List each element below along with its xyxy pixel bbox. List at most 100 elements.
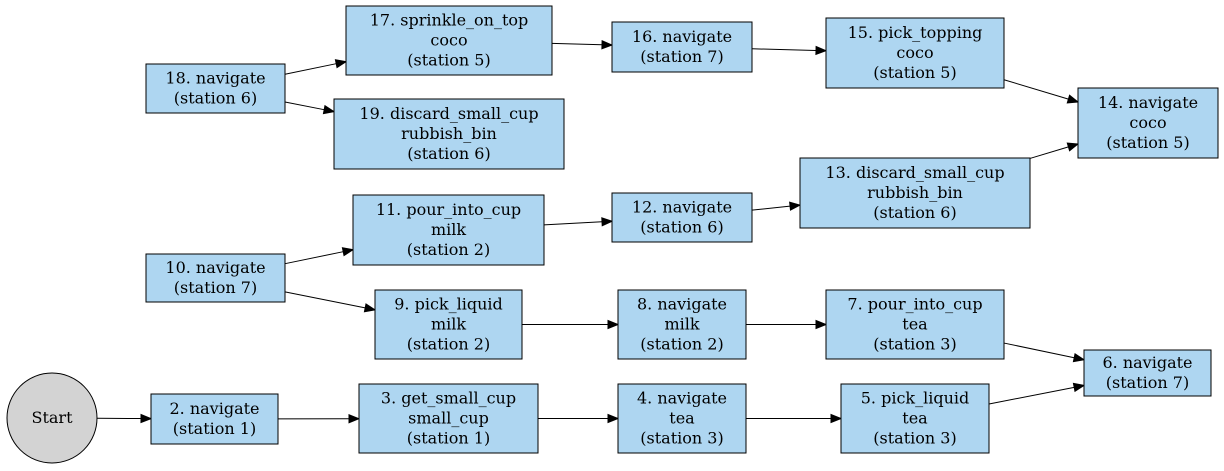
edge-line (1003, 342, 1075, 359)
arrowhead-icon (789, 201, 802, 211)
edge-n7-to-n6 (1003, 342, 1086, 363)
node-detail: (station 6) (640, 218, 723, 237)
node-box (825, 17, 1005, 89)
arrowhead-icon (607, 319, 620, 330)
node-box (358, 383, 539, 454)
node-detail: (station 2) (407, 240, 490, 259)
node-detail: (station 7) (1106, 373, 1189, 392)
edge-n11-to-n12 (543, 217, 614, 227)
node-detail: (station 2) (640, 335, 723, 354)
node-detail: (station 6) (873, 203, 956, 222)
node-detail: coco (896, 43, 933, 62)
edge-line (551, 42, 603, 46)
node-detail: coco (430, 31, 467, 50)
node-detail: tea (902, 409, 928, 428)
edge-n18-to-n19 (284, 101, 336, 115)
start-circle (6, 372, 98, 464)
arrowhead-icon (140, 413, 153, 424)
node-detail: (station 5) (407, 51, 490, 70)
edge-n17-to-n16 (551, 40, 614, 50)
step-node-2: 2. navigate(station 1) (150, 393, 279, 445)
edge-line (284, 101, 325, 111)
step-node-10: 10. navigate(station 7) (145, 253, 286, 303)
arrowhead-icon (334, 59, 348, 69)
edge-line (284, 63, 337, 75)
edge-n10-to-n9 (284, 291, 377, 313)
edge-line (1003, 79, 1069, 100)
node-detail: milk (431, 220, 466, 239)
edge-line (751, 48, 817, 51)
node-detail: tea (902, 315, 928, 334)
edge-line (543, 221, 603, 226)
step-node-13: 13. discard_small_cuprubbish_bin(station… (799, 157, 1031, 229)
edge-n10-to-n11 (284, 247, 355, 265)
node-box (617, 289, 747, 360)
arrowhead-icon (348, 413, 361, 424)
edge-n3-to-n4 (538, 413, 620, 424)
node-box (150, 393, 279, 445)
start-node: Start (6, 372, 98, 464)
node-box (333, 98, 565, 170)
edge-n2-to-n3 (277, 413, 361, 424)
node-title: 9. pick_liquid (394, 295, 503, 314)
edge-n15-to-n14 (1003, 79, 1080, 104)
node-title: 14. navigate (1098, 93, 1198, 112)
node-detail: (station 2) (407, 335, 490, 354)
node-title: 6. navigate (1102, 353, 1192, 372)
edges-layer (96, 40, 1086, 424)
node-detail: (station 1) (173, 419, 256, 438)
nodes-layer: Start 2. navigate(station 1) 3. get_small_… (6, 5, 1219, 464)
node-title: 17. sprinkle_on_top (370, 11, 529, 30)
node-detail: (station 7) (640, 47, 723, 66)
edge-line (284, 291, 366, 309)
edge-line (988, 386, 1075, 405)
node-box (145, 253, 286, 303)
step-node-12: 12. navigate(station 6) (611, 192, 753, 243)
node-detail: rubbish_bin (401, 124, 497, 143)
node-box (840, 383, 990, 454)
node-box (611, 21, 753, 73)
edge-n8-to-n7 (746, 319, 828, 330)
node-detail: (station 7) (174, 278, 257, 297)
arrowhead-icon (601, 40, 614, 50)
edge-line (284, 251, 344, 265)
node-title: 5. pick_liquid (861, 389, 970, 408)
node-detail: rubbish_bin (867, 183, 963, 202)
node-detail: tea (669, 409, 695, 428)
step-node-18: 18. navigate(station 6) (145, 63, 286, 114)
node-detail: milk (431, 315, 466, 334)
edge-line (1029, 146, 1069, 159)
edge-n4-to-n5 (746, 413, 843, 424)
node-title: Start (31, 408, 73, 427)
arrowhead-icon (1066, 142, 1080, 152)
node-title: 7. pour_into_cup (847, 295, 982, 314)
node-box (799, 157, 1031, 229)
node-title: 10. navigate (165, 258, 265, 277)
arrowhead-icon (322, 104, 336, 115)
node-title: 13. discard_small_cup (825, 163, 1004, 182)
arrowhead-icon (607, 413, 620, 424)
step-node-19: 19. discard_small_cuprubbish_bin(station… (333, 98, 565, 170)
arrowhead-icon (815, 319, 828, 330)
edge-line (751, 205, 791, 211)
arrowhead-icon (830, 413, 843, 424)
node-detail: coco (1129, 113, 1166, 132)
node-title: 4. navigate (637, 389, 727, 408)
node-detail: (station 3) (640, 429, 723, 448)
node-box (145, 63, 286, 114)
arrowhead-icon (1072, 352, 1086, 363)
step-node-6: 6. navigate(station 7) (1083, 349, 1212, 397)
edge-n18-to-n17 (284, 59, 348, 75)
node-title: 18. navigate (165, 69, 265, 88)
arrowhead-icon (341, 247, 355, 257)
arrowhead-icon (1066, 94, 1080, 104)
node-title: 8. navigate (637, 295, 727, 314)
node-title: 19. discard_small_cup (359, 104, 538, 123)
